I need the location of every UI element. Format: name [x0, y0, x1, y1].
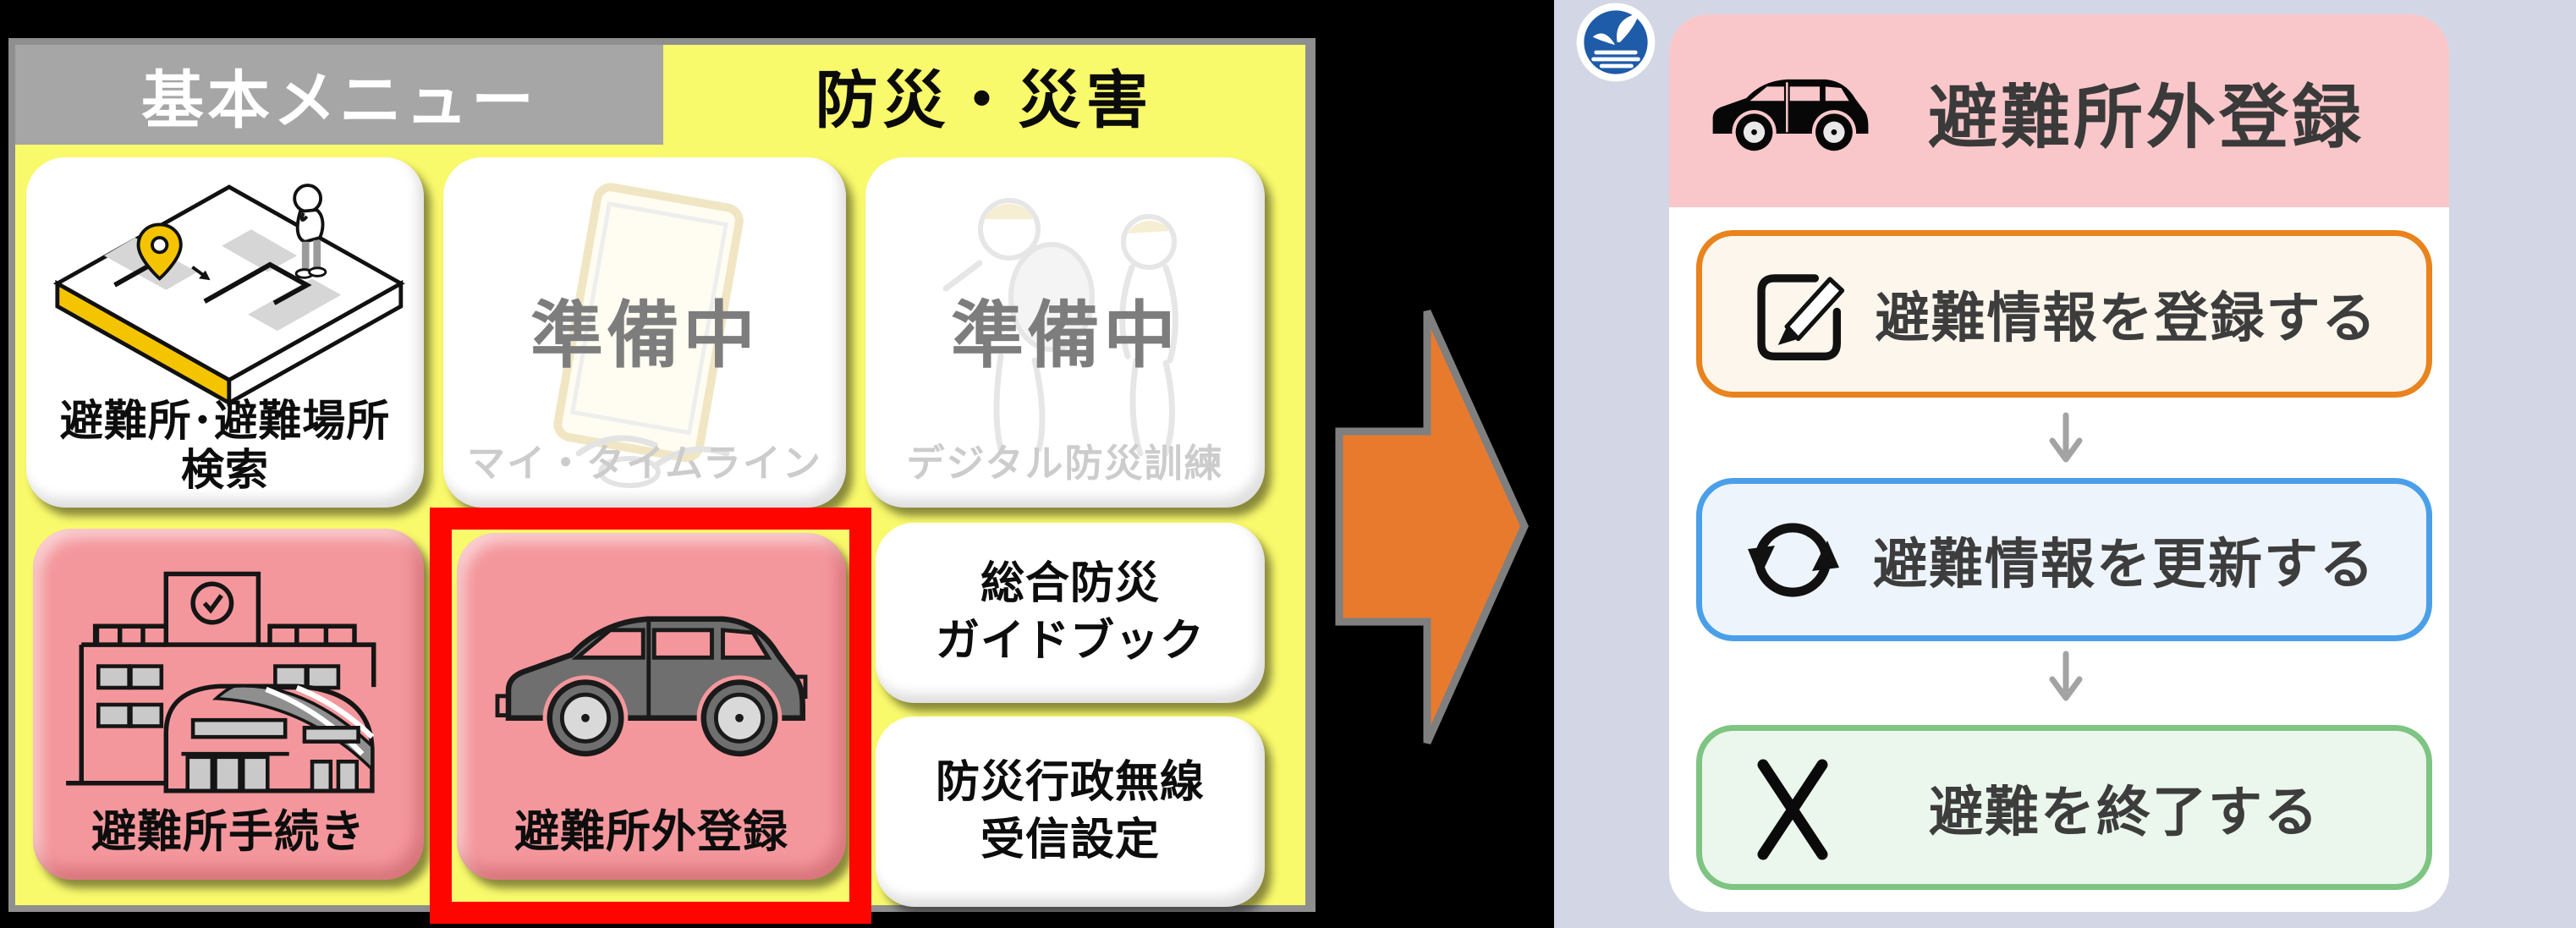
step-update-button[interactable]: 避難情報を更新する [1696, 478, 2432, 641]
tile-shelter-search[interactable]: 避難所･避難場所 検索 [26, 157, 424, 508]
shelter-building-illustration [66, 571, 376, 793]
tile-guidebook[interactable]: 総合防災 ガイドブック [876, 523, 1265, 703]
tile-my-timeline-caption: マイ・タイムライン [467, 441, 822, 486]
tile-radio-setting-label-1: 防災行政無線 [935, 756, 1205, 808]
menu-header-label: 基本メニュー [141, 63, 537, 137]
step-update-label: 避難情報を更新する [1873, 533, 2376, 596]
step-register-button[interactable]: 避難情報を登録する [1696, 230, 2432, 398]
edit-icon [1757, 273, 1845, 360]
refresh-icon [1748, 522, 1839, 597]
down-arrow-icon [2049, 651, 2083, 701]
step-end-button[interactable]: 避難を終了する [1696, 725, 2432, 890]
city-logo-icon [1576, 3, 1656, 82]
down-arrow-icon [2049, 412, 2083, 463]
map-search-illustration [52, 184, 405, 407]
tile-guidebook-label-2: ガイドブック [935, 615, 1205, 667]
tile-shelter-procedure-label: 避難所手続き [91, 805, 365, 858]
tile-digital-drill-status: 準備中 [951, 294, 1179, 378]
step-end-label: 避難を終了する [1929, 781, 2320, 844]
tab-disaster-label: 防災・災害 [815, 63, 1154, 137]
menu-header: 基本メニュー [15, 45, 663, 145]
panel-title: 避難所外登録 [1927, 77, 2365, 158]
tile-my-timeline-status: 準備中 [530, 294, 759, 378]
tile-my-timeline[interactable]: 準備中 マイ・タイムライン [443, 157, 846, 508]
tile-radio-setting-label-2: 受信設定 [980, 814, 1160, 865]
close-x-icon [1757, 759, 1828, 859]
tile-radio-setting[interactable]: 防災行政無線 受信設定 [876, 717, 1265, 907]
tile-shelter-search-label: 避難所･避難場所 検索 [59, 396, 391, 496]
step-register-label: 避難情報を登録する [1875, 288, 2378, 350]
tile-digital-drill-caption: デジタル防災訓練 [906, 441, 1224, 486]
highlight-frame [430, 508, 871, 924]
tile-shelter-procedure[interactable]: 避難所手続き [33, 529, 424, 880]
flow-card-header: 避難所外登録 [1669, 14, 2449, 207]
car-icon [1712, 79, 1869, 155]
outside-shelter-flow-panel: 避難所外登録 避難情報を登録する [1554, 0, 2576, 928]
flow-card: 避難所外登録 避難情報を登録する [1669, 14, 2449, 912]
tile-digital-drill[interactable]: 準備中 デジタル防災訓練 [865, 157, 1265, 508]
tab-disaster-category: 防災・災害 [663, 45, 1305, 145]
tile-outside-shelter-label: 避難所外登録 [514, 805, 788, 858]
flow-arrow-icon [1335, 310, 1529, 744]
tile-guidebook-label-1: 総合防災 [980, 557, 1160, 609]
